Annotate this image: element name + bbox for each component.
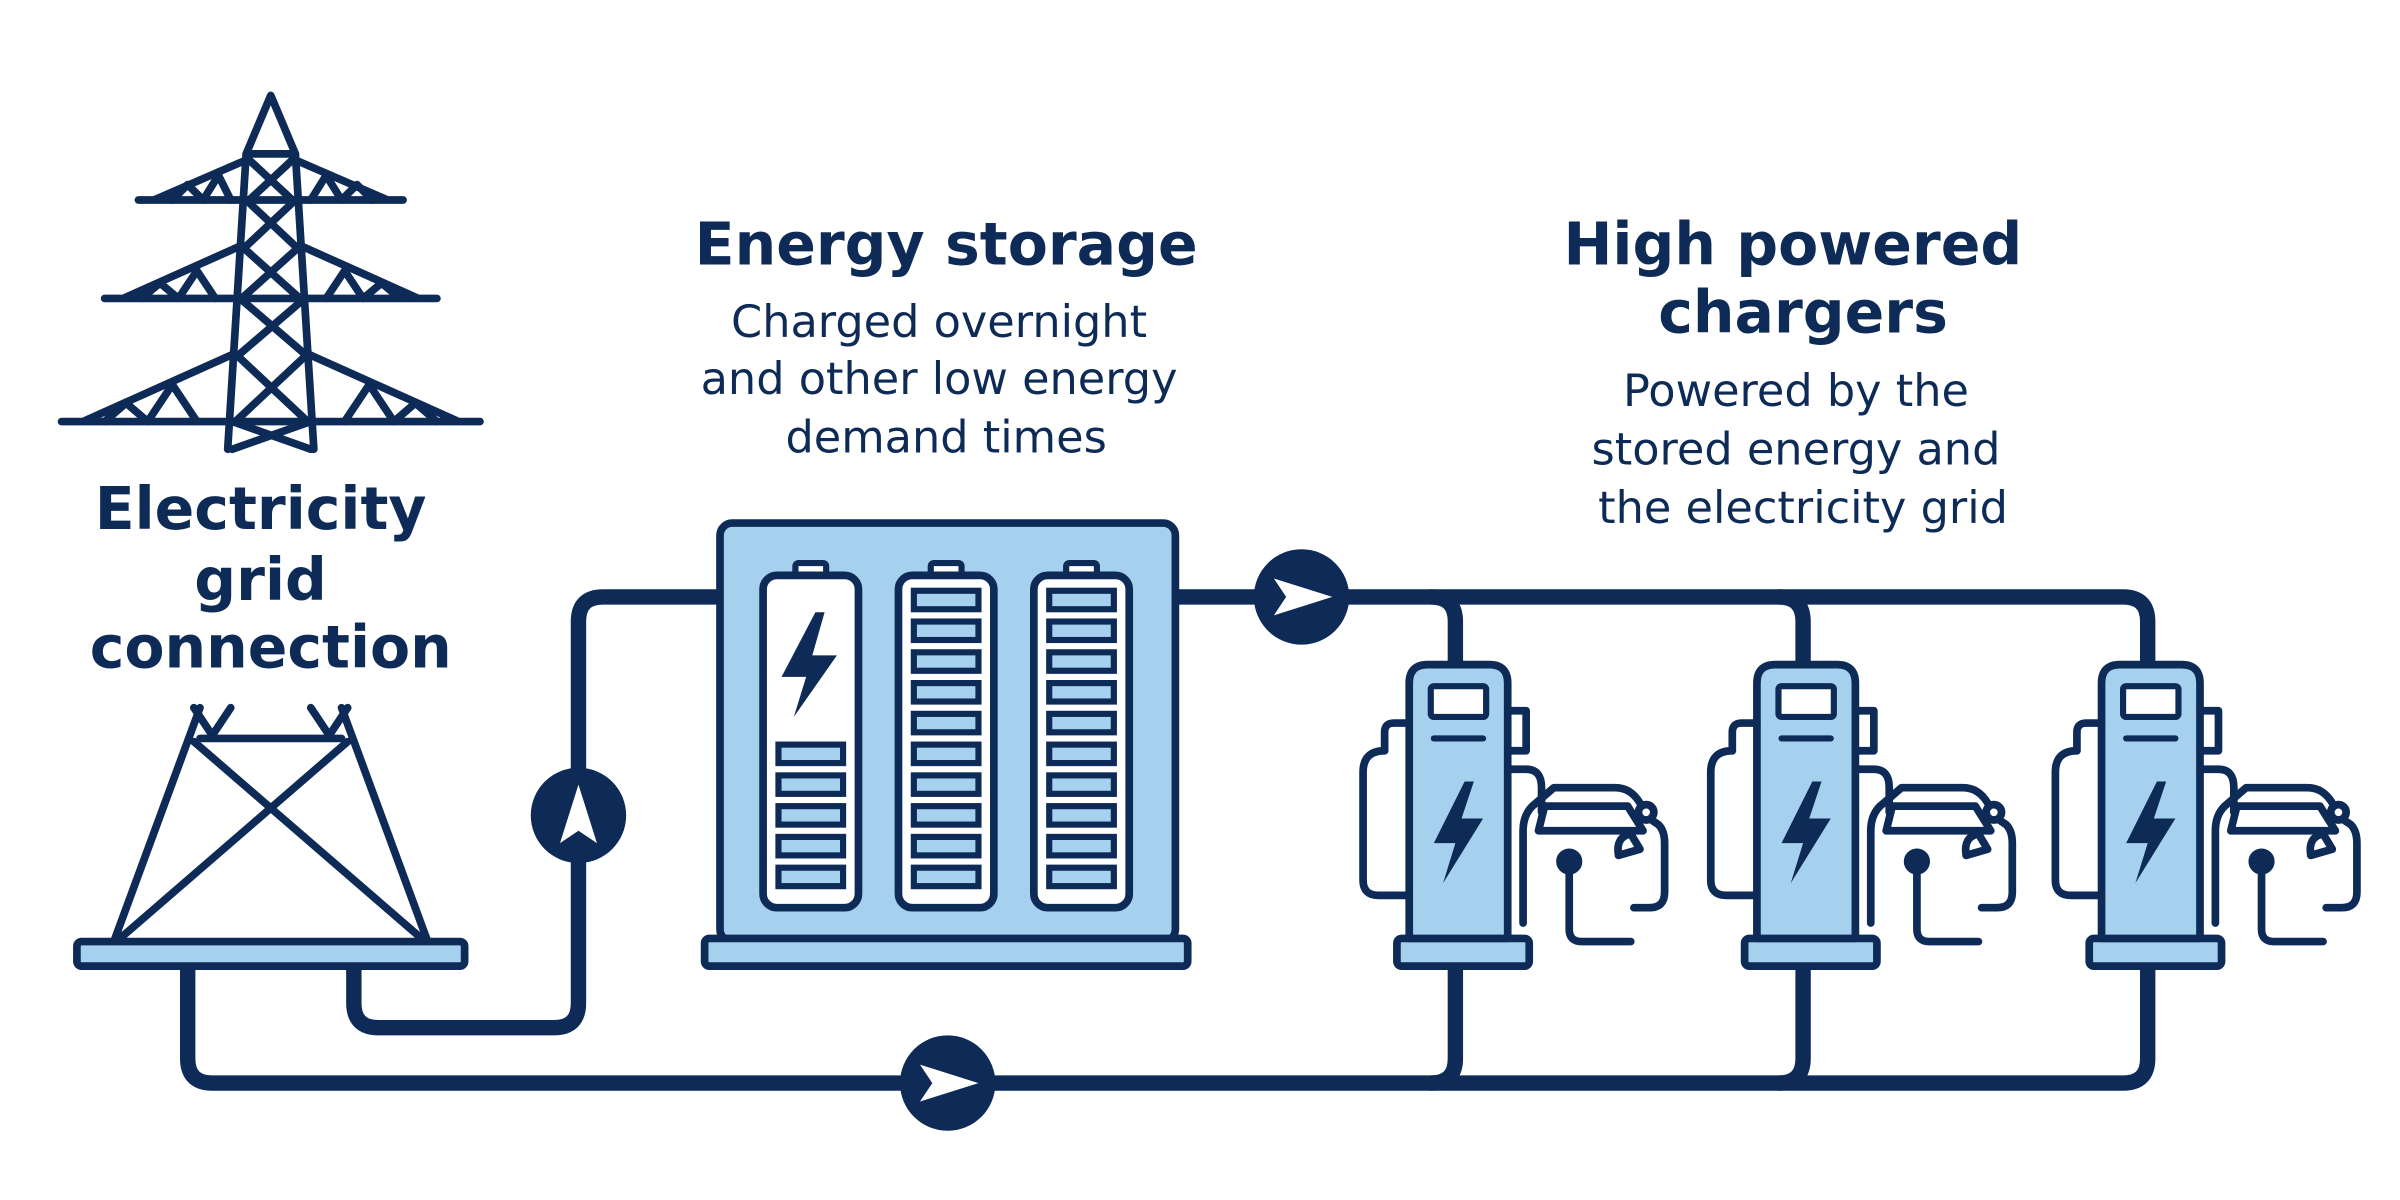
charger-holster [1380, 719, 1414, 755]
charger-screen [1775, 683, 1837, 720]
chargers-title: High powered chargers [1564, 211, 2043, 347]
battery-bar [775, 833, 847, 859]
branch-charger-1-top [1423, 589, 1464, 673]
grid-to-storage-line [346, 589, 731, 1036]
charger-screen [1427, 683, 1490, 720]
charger-holster [2073, 719, 2106, 755]
charger-screen [2120, 683, 2182, 720]
pylon-icon [57, 91, 484, 454]
battery-icon [759, 560, 863, 912]
ev-charger-icon [1359, 660, 1546, 971]
storage-to-chargers-line [1164, 589, 2156, 673]
grid-to-chargers-line [180, 958, 2156, 1091]
ev-charger-icon [1706, 660, 1894, 971]
car-icon [1519, 783, 1669, 946]
car-icon [1866, 783, 2017, 946]
charger-cable [1359, 746, 1410, 900]
grid-title: Electricity grid connection [90, 475, 452, 681]
pylon-base-icon [73, 703, 469, 971]
lightning-bolt-icon [1433, 781, 1484, 884]
chargers-description: Powered by the stored energy and the ele… [1592, 365, 2015, 534]
storage-description: Charged overnight and other low energy d… [701, 296, 1192, 463]
branch-charger-1-bottom [1423, 958, 1464, 1091]
ev-charger-station-2 [1706, 660, 2017, 971]
battery-bar [1046, 649, 1117, 674]
battery-bar [775, 864, 847, 890]
battery-bar [775, 803, 847, 828]
battery-icon [1030, 560, 1134, 912]
battery-bar [910, 618, 982, 644]
ev-charger-icon [2051, 660, 2238, 971]
battery-bar [910, 741, 982, 767]
ev-charger-station-1 [1359, 660, 1669, 971]
branch-charger-2-top [1770, 589, 1811, 673]
battery-bar [775, 741, 847, 767]
charger-nozzle [1503, 765, 1546, 817]
connection-lines [180, 589, 2156, 1091]
charger-cable [2051, 746, 2103, 900]
battery-bar [775, 772, 847, 797]
battery-bar [910, 864, 982, 890]
flow-arrow-icon [900, 1035, 996, 1131]
battery-bar [910, 772, 982, 797]
charger-holster [1728, 719, 1761, 755]
battery-bar [1046, 772, 1117, 797]
charger-cable [1706, 746, 1758, 900]
battery-icon [894, 560, 998, 912]
battery-bar [910, 710, 982, 736]
flow-arrow-icon [530, 767, 627, 864]
battery-bar [1046, 833, 1117, 859]
charger-nozzle [1851, 765, 1894, 817]
car-icon [2211, 783, 2361, 946]
battery-bar [1046, 741, 1117, 767]
lightning-bolt-icon [2126, 781, 2176, 884]
charger-base [1740, 934, 1881, 971]
branch-charger-2-bottom [1770, 958, 1811, 1091]
charger-handle [2196, 706, 2223, 755]
charger-nozzle [2196, 765, 2238, 817]
battery-bar [1046, 618, 1117, 644]
charger-base [2085, 934, 2226, 971]
battery-bar [910, 833, 982, 859]
battery-bar [1046, 864, 1117, 890]
lightning-bolt-icon [1781, 781, 1831, 884]
battery-bar [910, 587, 982, 613]
charger-handle [1503, 706, 1530, 755]
battery-bar [1046, 680, 1117, 705]
energy-storage-unit [700, 519, 1192, 971]
battery-bar [910, 680, 982, 705]
lightning-bolt-icon [781, 612, 837, 717]
ev-charger-station-3 [2051, 660, 2361, 971]
battery-bar [1046, 710, 1117, 736]
charger-base [1393, 934, 1534, 971]
battery-bar [910, 803, 982, 828]
battery-bar [1046, 803, 1117, 828]
battery-bar [1046, 587, 1117, 613]
charger-handle [1851, 706, 1878, 755]
battery-bar [910, 649, 982, 674]
storage-title: Energy storage [695, 211, 1198, 279]
flow-arrow-icon [1253, 549, 1350, 645]
